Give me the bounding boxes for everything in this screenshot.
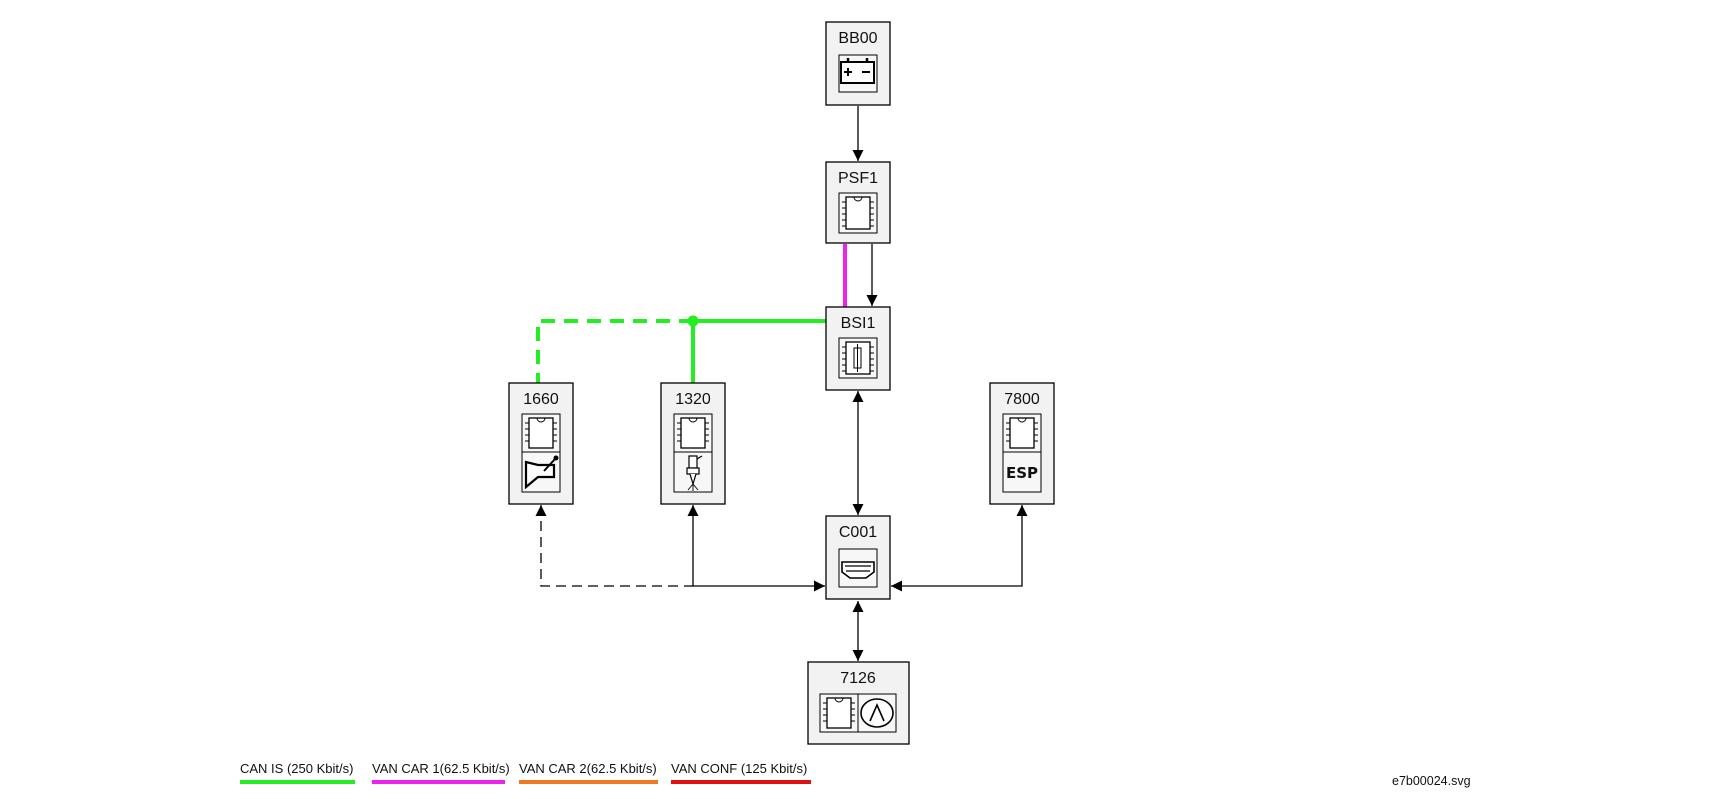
chip-icon xyxy=(838,192,878,234)
node-1660[interactable]: 1660 xyxy=(508,382,574,505)
wire-1320-c001 xyxy=(687,505,825,592)
node-label: 1320 xyxy=(675,391,711,408)
legend-item-van-conf: VAN CONF (125 Kbit/s) xyxy=(671,761,811,784)
can-is-bus xyxy=(536,315,826,383)
legend-item-van-car-2: VAN CAR 2(62.5 Kbit/s) xyxy=(519,761,658,784)
node-label: C001 xyxy=(839,524,877,541)
node-7126[interactable]: 7126 xyxy=(807,661,910,745)
node-psf1[interactable]: PSF1 xyxy=(825,161,891,244)
node-c001[interactable]: C001 xyxy=(825,515,891,600)
legend-label: VAN CONF (125 Kbit/s) xyxy=(671,761,807,776)
chip-and-horn-icon xyxy=(521,413,561,493)
node-1320[interactable]: 1320 xyxy=(660,382,726,505)
legend: CAN IS (250 Kbit/s) VAN CAR 1(62.5 Kbit/… xyxy=(240,761,811,784)
legend-label: VAN CAR 2(62.5 Kbit/s) xyxy=(519,761,657,776)
chip-fuse-icon xyxy=(838,337,878,379)
legend-label: VAN CAR 1(62.5 Kbit/s) xyxy=(372,761,510,776)
chip-and-esp-icon: ESP xyxy=(1002,413,1042,493)
node-label: 7126 xyxy=(840,670,876,687)
diagnostic-connector-icon xyxy=(838,548,878,588)
battery-icon xyxy=(838,54,878,93)
wire-7800-c001 xyxy=(891,505,1028,592)
legend-item-van-car-1: VAN CAR 1(62.5 Kbit/s) xyxy=(372,761,510,784)
node-7800[interactable]: 7800 ESP xyxy=(989,382,1055,505)
node-label: PSF1 xyxy=(838,170,878,187)
node-label: 1660 xyxy=(523,391,559,408)
chip-and-gauge-icon xyxy=(819,693,897,733)
legend-item-can-is: CAN IS (250 Kbit/s) xyxy=(240,761,355,784)
can-is-solid-line xyxy=(691,319,826,383)
can-is-dashed-line xyxy=(536,319,693,383)
wire-1660-dashed xyxy=(535,505,693,587)
node-label: 7800 xyxy=(1004,391,1040,408)
node-label: BB00 xyxy=(838,30,877,47)
esp-label: ESP xyxy=(1006,464,1038,482)
file-name: e7b00024.svg xyxy=(1392,774,1471,788)
legend-label: CAN IS (250 Kbit/s) xyxy=(240,761,353,776)
can-is-junction xyxy=(687,315,699,327)
chip-and-injector-icon xyxy=(673,413,713,493)
node-bb00[interactable]: BB00 xyxy=(825,21,891,106)
node-bsi1[interactable]: BSI1 xyxy=(825,306,891,391)
node-label: BSI1 xyxy=(841,315,876,332)
